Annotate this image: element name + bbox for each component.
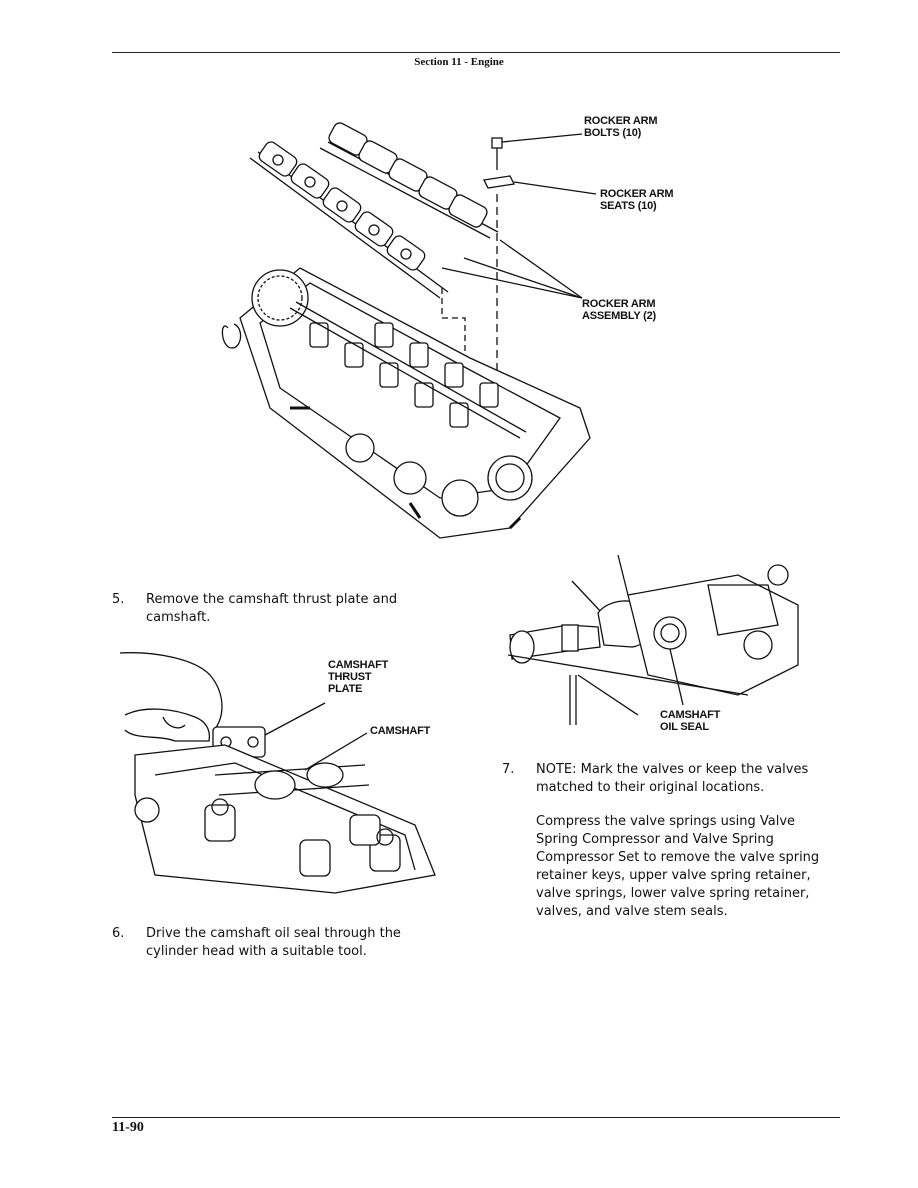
- step-number: 5.: [112, 592, 125, 607]
- step-text: NOTE: Mark the valves or keep the valves…: [536, 762, 809, 795]
- label-camshaft: CAMSHAFT: [370, 725, 431, 737]
- figure-rocker-arm-assembly: [210, 108, 610, 548]
- step-text: Remove the camshaft thrust plate and cam…: [146, 592, 398, 625]
- step-text: Drive the camshaft oil seal through the …: [146, 926, 401, 959]
- oil-seal-illustration: [508, 555, 799, 725]
- figure-camshaft-thrust-plate: [115, 645, 445, 895]
- step-7: 7. NOTE: Mark the valves or keep the val…: [502, 761, 842, 801]
- label-rocker-arm-bolts: ROCKER ARM BOLTS (10): [584, 115, 658, 139]
- page-number: 11-90: [112, 1120, 144, 1135]
- thrust-plate-illustration: [119, 652, 436, 894]
- section-title: Section 11 - Engine: [414, 56, 504, 68]
- figure-camshaft-oil-seal: [508, 555, 800, 740]
- step-5: 5. Remove the camshaft thrust plate and …: [112, 591, 442, 631]
- label-camshaft-oil-seal: CAMSHAFT OIL SEAL: [660, 709, 721, 733]
- header-rule: [112, 52, 840, 53]
- label-camshaft-thrust-plate: CAMSHAFT THRUST PLATE: [328, 659, 389, 695]
- step-number: 7.: [502, 762, 515, 777]
- step-7-body: Compress the valve springs using Valve S…: [536, 814, 820, 919]
- footer-rule: [112, 1117, 840, 1118]
- label-rocker-arm-seats: ROCKER ARM SEATS (10): [600, 188, 674, 212]
- step-number: 6.: [112, 926, 125, 941]
- step-6: 6. Drive the camshaft oil seal through t…: [112, 925, 442, 965]
- label-rocker-arm-assembly: ROCKER ARM ASSEMBLY (2): [582, 298, 657, 322]
- rocker-arm-illustration: [221, 122, 597, 539]
